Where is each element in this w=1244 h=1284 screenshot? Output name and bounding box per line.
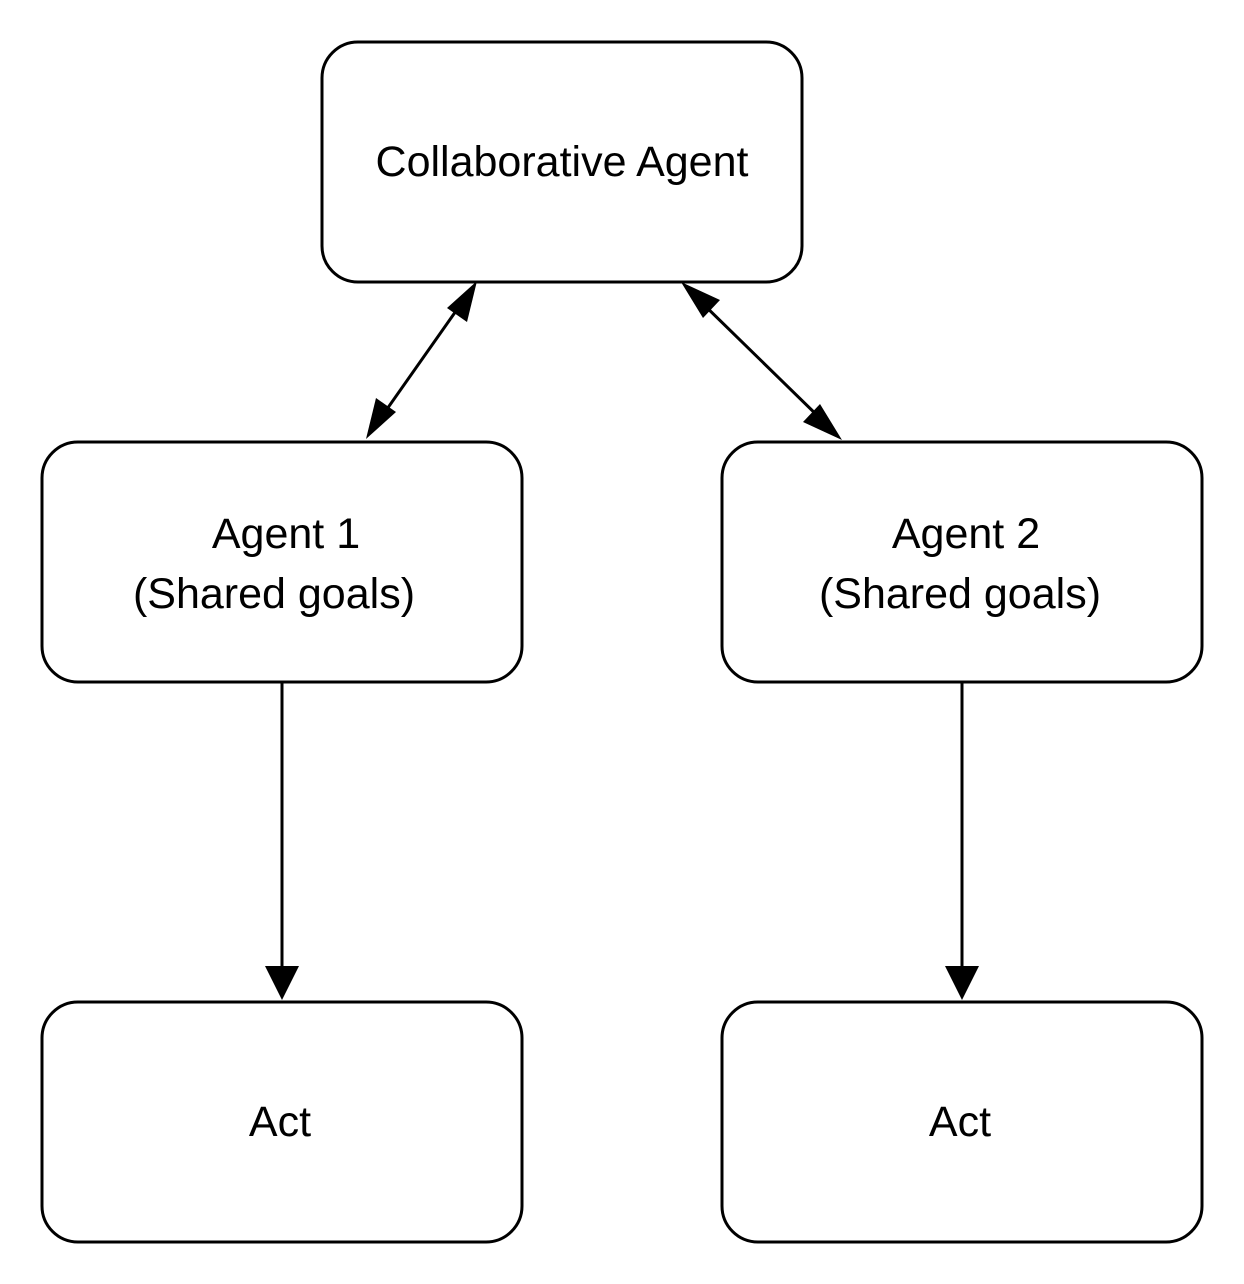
edge-agent1-act1 (265, 682, 299, 1000)
edge-collaborative-agent2 (681, 282, 842, 440)
node-label-line-1: Agent 1 (212, 510, 360, 558)
node-box (320, 40, 804, 284)
node-collaborative-agent[interactable]: Collaborative Agent (320, 40, 804, 284)
node-box (40, 1000, 524, 1244)
edge-line (696, 297, 827, 425)
node-box (720, 440, 1204, 684)
arrowhead-down-icon (945, 966, 979, 1000)
node-box (720, 1000, 1204, 1244)
arrowhead-up-icon (681, 282, 720, 318)
node-label: Act (249, 1098, 311, 1146)
edges (265, 281, 979, 1000)
edge-line (378, 300, 465, 420)
node-act-2[interactable]: Act (720, 1000, 1204, 1244)
node-agent-1[interactable]: Agent 1 (Shared goals) (40, 440, 524, 684)
node-box (40, 440, 524, 684)
arrowhead-down-icon (366, 398, 396, 439)
node-label: Collaborative Agent (376, 138, 749, 186)
edge-collaborative-agent1 (366, 281, 477, 439)
node-label: Act (929, 1098, 991, 1146)
node-agent-2[interactable]: Agent 2 (Shared goals) (720, 440, 1204, 684)
arrowhead-down-icon (803, 404, 842, 440)
arrowhead-up-icon (447, 281, 477, 322)
arrowhead-down-icon (265, 966, 299, 1000)
node-label-line-2: (Shared goals) (819, 570, 1101, 618)
node-label-line-2: (Shared goals) (133, 570, 415, 618)
node-label-line-1: Agent 2 (892, 510, 1040, 558)
edge-agent2-act2 (945, 682, 979, 1000)
node-act-1[interactable]: Act (40, 1000, 524, 1244)
